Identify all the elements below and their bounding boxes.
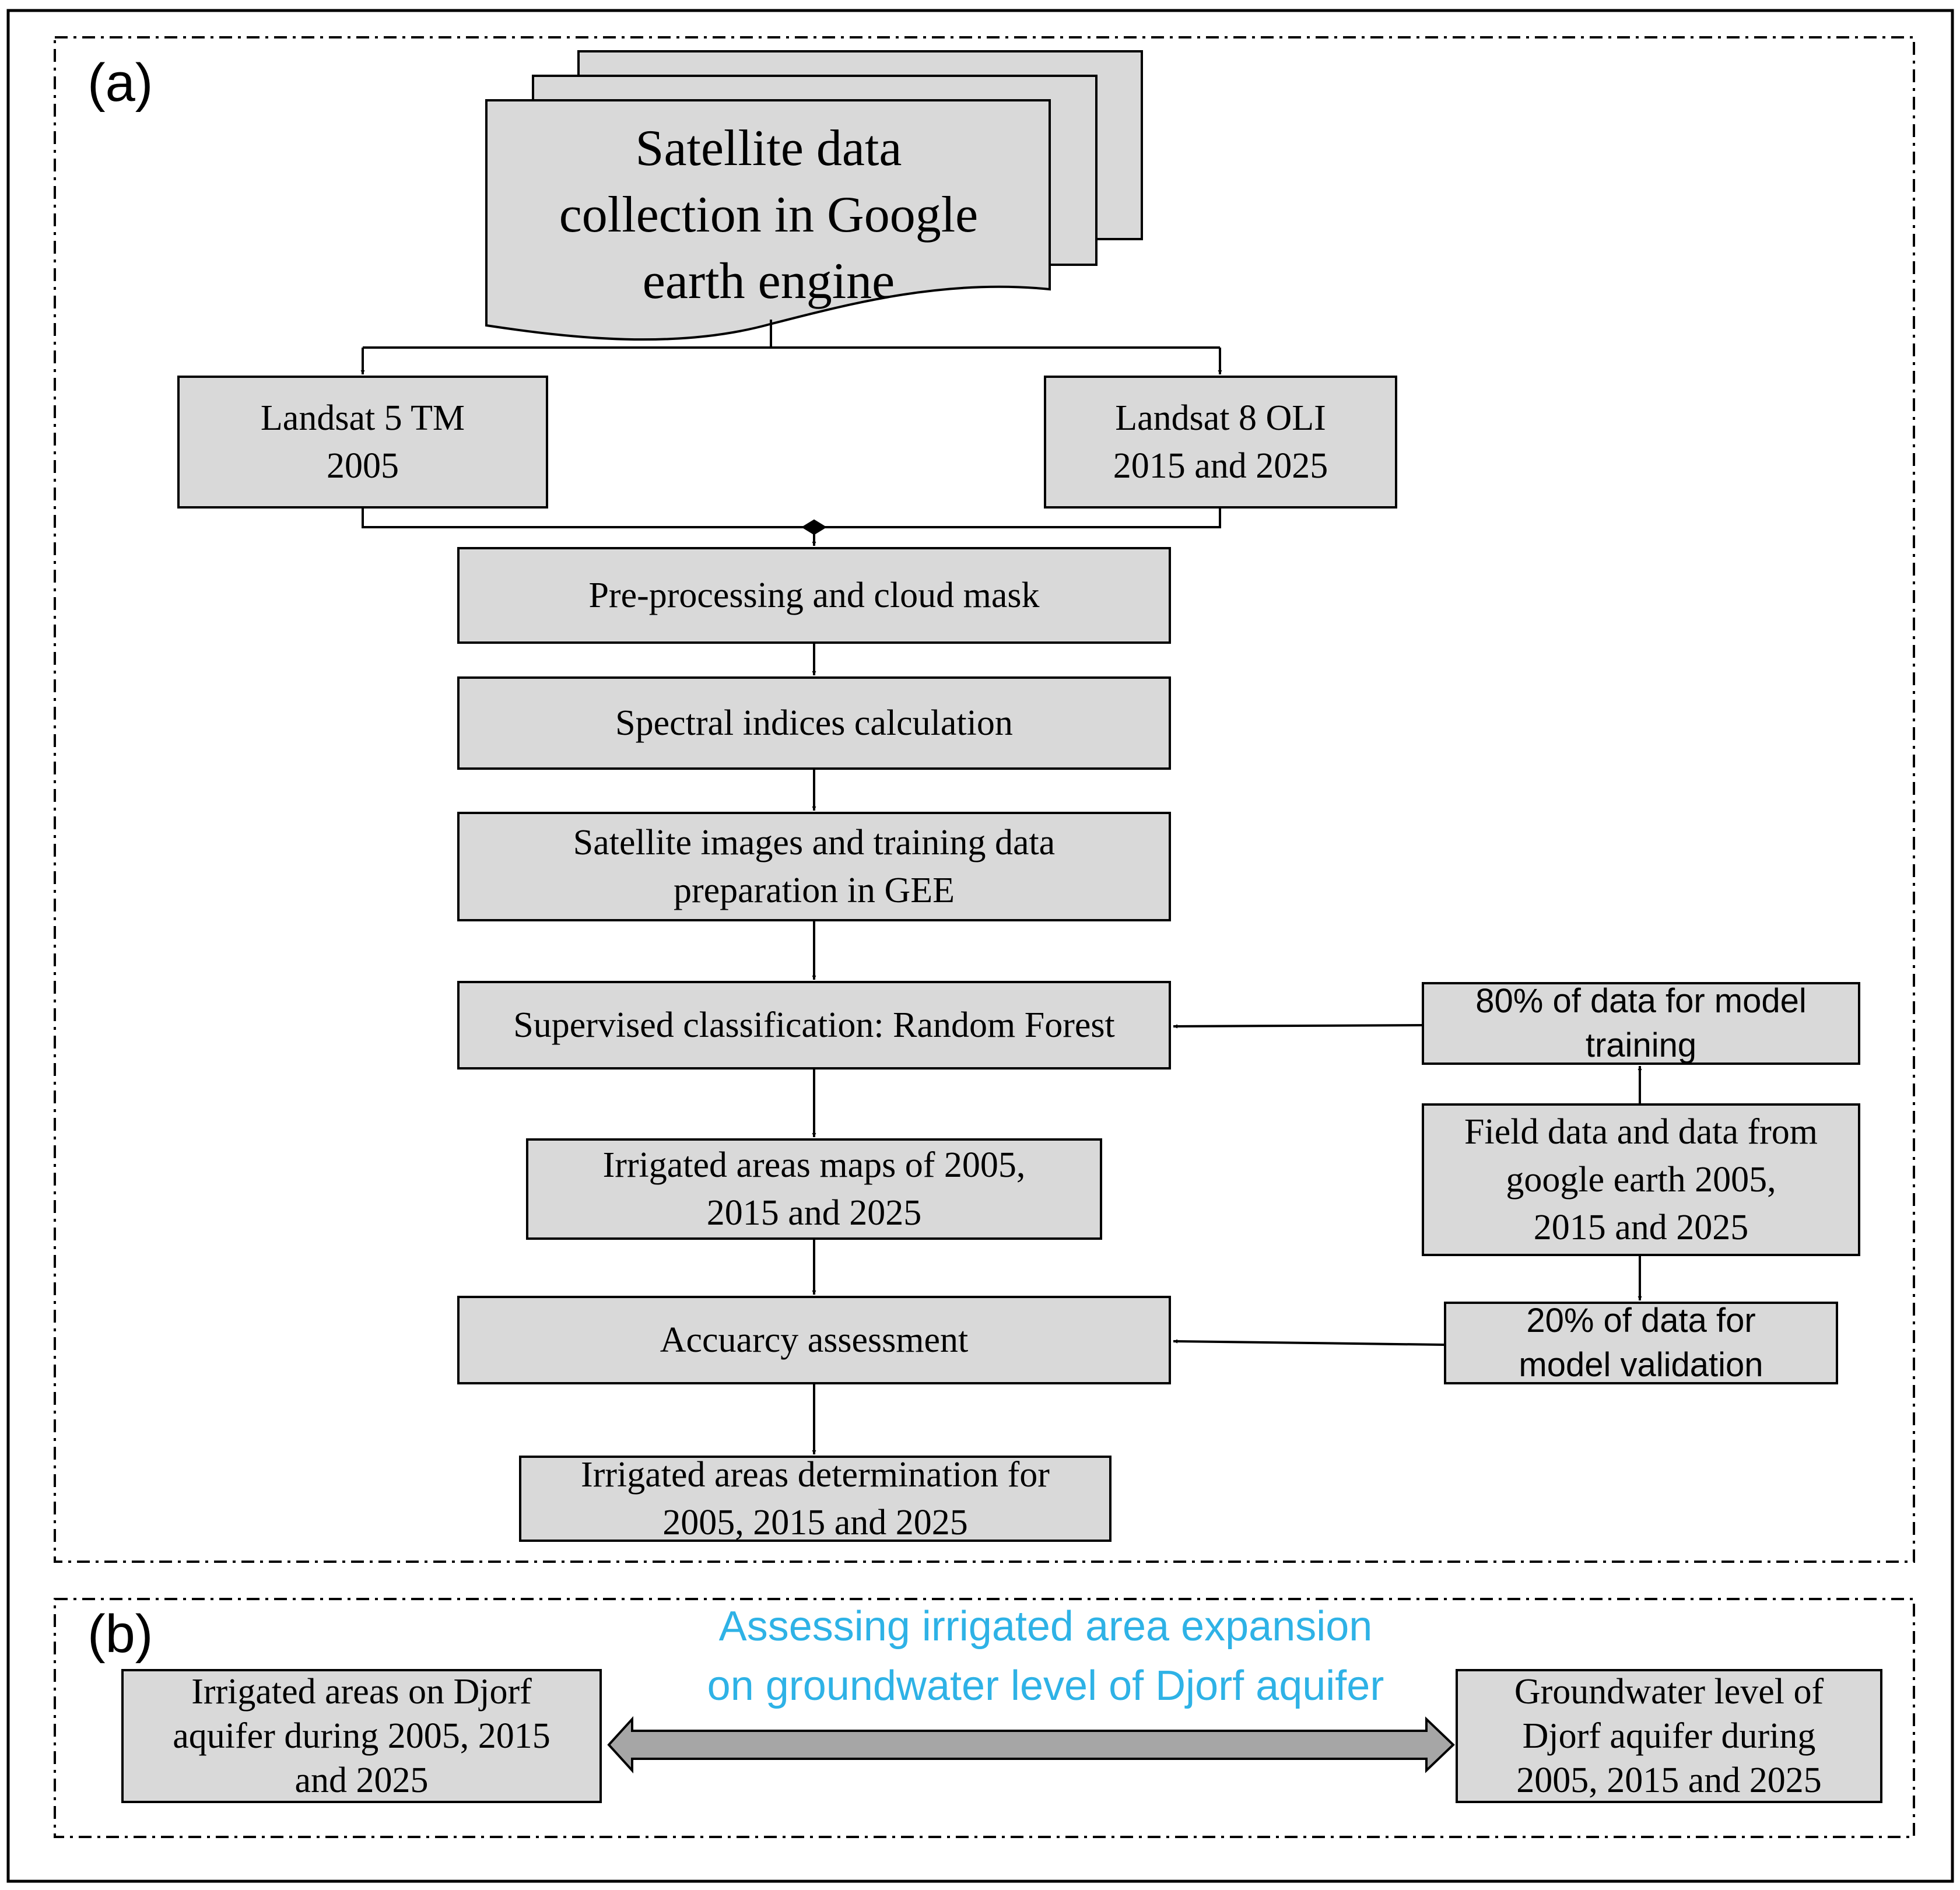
box-line: aquifer during 2005, 2015 xyxy=(173,1716,551,1756)
assessment-caption: Assessing irrigated area expansion on gr… xyxy=(640,1597,1451,1716)
box-line: model validation xyxy=(1519,1346,1763,1384)
connector-merge-landsat xyxy=(362,507,1221,528)
arrow-validation-to-accuracy xyxy=(1173,1339,1444,1346)
box-line: 20% of data for xyxy=(1526,1302,1756,1340)
validation-data-box: 20% of data for model validation xyxy=(1444,1302,1838,1384)
double-arrow xyxy=(607,1716,1455,1774)
field-data-box: Field data and data from google earth 20… xyxy=(1422,1103,1860,1256)
groundwater-level-box: Groundwater level of Djorf aquifer durin… xyxy=(1456,1669,1882,1803)
box-line: preparation in GEE xyxy=(673,871,955,910)
caption-line: Assessing irrigated area expansion xyxy=(718,1603,1373,1650)
box-line: 2005, 2015 and 2025 xyxy=(662,1503,968,1542)
box-line: google earth 2005, xyxy=(1506,1160,1776,1200)
doc-line: collection in Google xyxy=(559,187,979,243)
doc-line: earth engine xyxy=(642,253,895,310)
satellite-data-collection-text: Satellite data collection in Google eart… xyxy=(489,115,1049,315)
box-line: 2005 xyxy=(327,446,399,486)
landsat8-box: Landsat 8 OLI 2015 and 2025 xyxy=(1044,376,1397,509)
box-line: and 2025 xyxy=(294,1761,429,1800)
box-line: 80% of data for model xyxy=(1475,982,1807,1020)
box-line: Irrigated areas on Djorf xyxy=(191,1672,532,1712)
doc-line: Satellite data xyxy=(635,120,902,177)
merge-diamond xyxy=(801,519,827,535)
irrigated-maps-box: Irrigated areas maps of 2005, 2015 and 2… xyxy=(526,1138,1102,1240)
box-line: Satellite images and training data xyxy=(573,823,1056,862)
panel-a-label: (a) xyxy=(87,53,153,113)
arrow-training-to-classification xyxy=(1173,1024,1422,1029)
box-line: Field data and data from xyxy=(1464,1112,1818,1152)
box-line: Landsat 5 TM xyxy=(260,398,465,438)
panel-b-label: (b) xyxy=(87,1604,153,1664)
accuracy-assessment-box: Accuarcy assessment xyxy=(457,1296,1171,1384)
spectral-indices-box: Spectral indices calculation xyxy=(457,676,1171,770)
box-line: Supervised classification: Random Forest xyxy=(513,1005,1115,1045)
box-line: Djorf aquifer during xyxy=(1522,1716,1816,1756)
landsat5-box: Landsat 5 TM 2005 xyxy=(177,376,548,509)
box-line: training xyxy=(1585,1026,1697,1064)
classification-box: Supervised classification: Random Forest xyxy=(457,981,1171,1070)
box-line: Pre-processing and cloud mask xyxy=(588,576,1040,615)
box-line: Irrigated areas determination for xyxy=(581,1455,1050,1495)
data-preparation-box: Satellite images and training data prepa… xyxy=(457,812,1171,921)
irrigated-determination-box: Irrigated areas determination for 2005, … xyxy=(519,1455,1112,1542)
box-line: 2015 and 2025 xyxy=(1533,1208,1749,1247)
box-line: Irrigated areas maps of 2005, xyxy=(602,1145,1026,1185)
satellite-document-stack xyxy=(485,50,1143,341)
panel-a-frame xyxy=(54,36,1915,1563)
box-line: 2005, 2015 and 2025 xyxy=(1516,1761,1822,1800)
panel-b-frame xyxy=(54,1598,1915,1838)
connectors xyxy=(360,320,1642,1454)
box-line: Landsat 8 OLI xyxy=(1115,398,1326,438)
preprocessing-box: Pre-processing and cloud mask xyxy=(457,547,1171,644)
box-line: 2015 and 2025 xyxy=(706,1193,922,1233)
box-line: Spectral indices calculation xyxy=(615,703,1013,743)
box-line: 2015 and 2025 xyxy=(1113,446,1328,486)
box-line: Accuarcy assessment xyxy=(660,1320,969,1360)
box-line: Groundwater level of xyxy=(1514,1672,1824,1712)
irrigated-djorf-box: Irrigated areas on Djorf aquifer during … xyxy=(121,1669,602,1803)
training-data-box: 80% of data for model training xyxy=(1422,982,1860,1065)
outer-frame xyxy=(6,9,1954,1883)
caption-line: on groundwater level of Djorf aquifer xyxy=(707,1663,1384,1709)
